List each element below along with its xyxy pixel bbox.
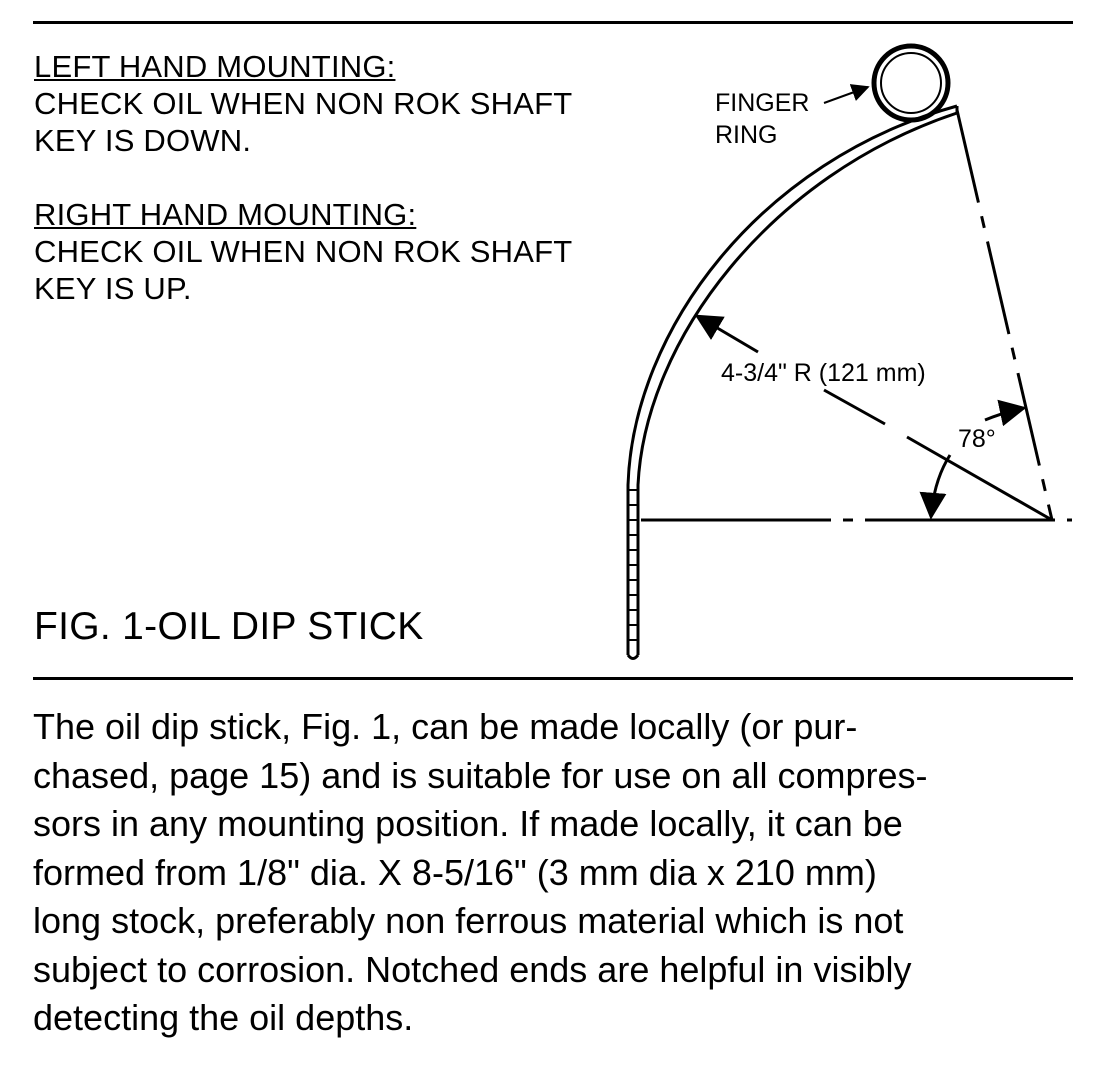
finger-ring-label: FINGER RING — [715, 87, 809, 151]
left-mounting-heading: LEFT HAND MOUNTING: — [34, 49, 396, 84]
radius-arrow — [694, 314, 759, 354]
stick-notches — [628, 489, 638, 641]
left-mounting-line: KEY IS DOWN. — [34, 123, 252, 158]
ring-center-line — [955, 109, 1054, 521]
angle-arc-upper — [984, 399, 1027, 427]
left-mounting-block: LEFT HAND MOUNTING: CHECK OIL WHEN NON R… — [34, 48, 572, 159]
finger-ring-label-line: FINGER — [715, 89, 810, 117]
body-line: formed from 1/8" dia. X 8-5/16" (3 mm di… — [33, 851, 877, 893]
body-line: long stock, preferably non ferrous mater… — [33, 900, 904, 941]
finger-ring-inner — [880, 52, 942, 114]
right-mounting-line: KEY IS UP. — [34, 271, 192, 306]
angle-label: 78° — [958, 425, 996, 453]
body-line: chased, page 15) and is suitable for use… — [33, 754, 928, 796]
radius-label: 4-3/4" R (121 mm) — [721, 359, 926, 387]
body-line: detecting the oil depths. — [33, 997, 414, 1038]
stick-inner-edge — [636, 111, 958, 655]
figure-title: FIG. 1-OIL DIP STICK — [34, 605, 424, 648]
top-rule — [33, 21, 1073, 24]
stick-end — [626, 654, 640, 660]
left-mounting-line: CHECK OIL WHEN NON ROK SHAFT — [34, 86, 573, 121]
finger-ring-label-line: RING — [715, 121, 778, 149]
stick-outer-edge — [626, 104, 958, 655]
middle-rule — [33, 677, 1073, 680]
radius-line-solid — [906, 435, 1053, 522]
body-line: subject to corrosion. Notched ends are h… — [33, 948, 912, 990]
right-mounting-block: RIGHT HAND MOUNTING: CHECK OIL WHEN NON … — [34, 196, 572, 307]
right-mounting-heading: RIGHT HAND MOUNTING: — [34, 197, 417, 232]
body-line: sors in any mounting position. If made l… — [33, 803, 903, 844]
radius-line-dash — [823, 388, 886, 426]
mounting-instructions: LEFT HAND MOUNTING: CHECK OIL WHEN NON R… — [34, 48, 572, 307]
body-line: The oil dip stick, Fig. 1, can be made l… — [33, 706, 858, 747]
right-mounting-line: CHECK OIL WHEN NON ROK SHAFT — [34, 234, 573, 269]
body-paragraph: The oil dip stick, Fig. 1, can be made l… — [33, 703, 1073, 1043]
finger-ring-leader — [823, 84, 870, 104]
angle-arc-lower — [919, 454, 952, 520]
finger-ring-outer — [871, 43, 951, 123]
